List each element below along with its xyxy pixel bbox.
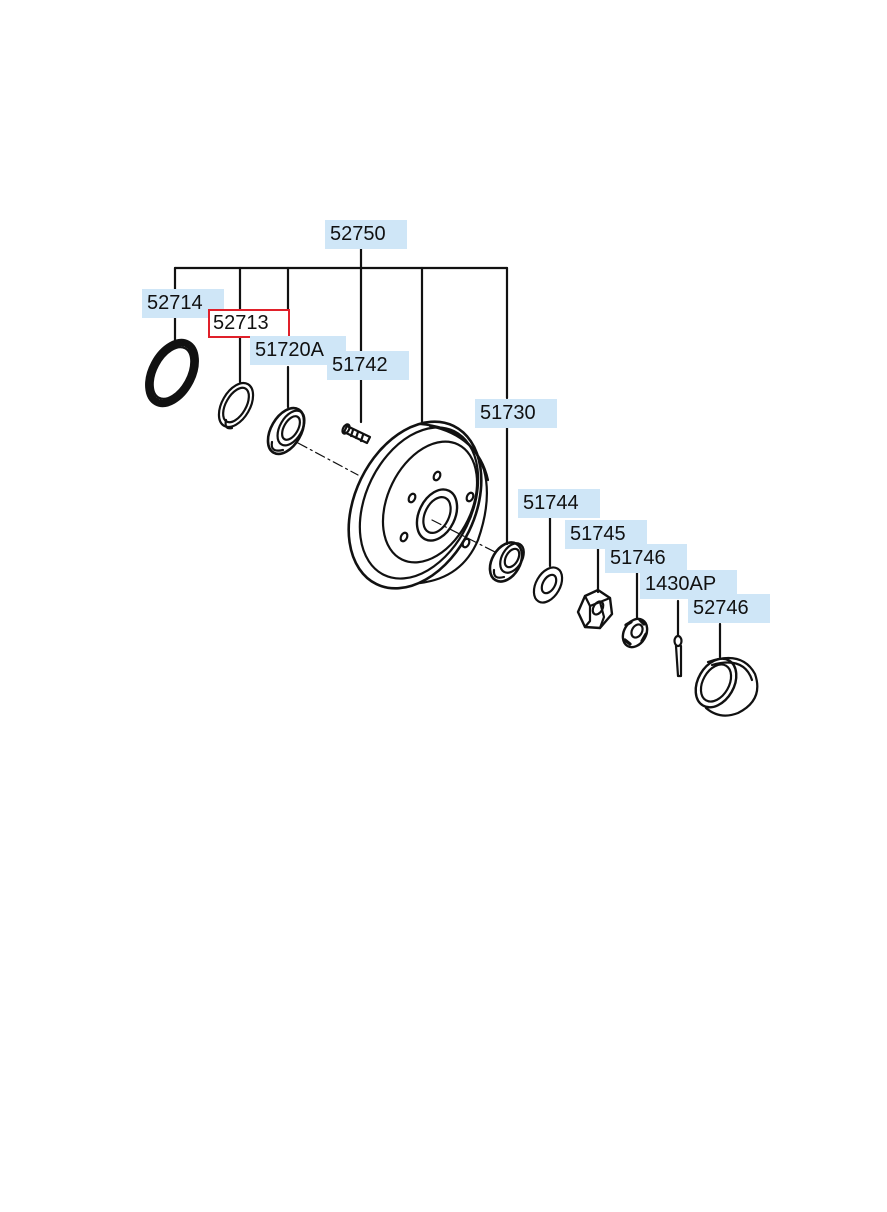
hub-nut-part[interactable] <box>576 588 614 630</box>
label-51744[interactable]: 51744 <box>518 489 600 518</box>
label-51742[interactable]: 51742 <box>327 351 409 380</box>
label-52750[interactable]: 52750 <box>325 220 407 249</box>
outer-bearing-part[interactable] <box>483 537 528 587</box>
label-51730[interactable]: 51730 <box>475 399 557 428</box>
hub-cap-part[interactable] <box>687 651 759 717</box>
leader-lines <box>238 335 722 659</box>
label-52746[interactable]: 52746 <box>688 594 770 623</box>
brake-drum-part[interactable] <box>322 400 507 611</box>
abs-tone-ring-part[interactable] <box>136 332 208 414</box>
axle-centre-line <box>297 442 359 476</box>
seal-ring-part[interactable] <box>212 377 260 433</box>
nut-cap-part[interactable] <box>618 615 652 652</box>
cotter-pin-part[interactable] <box>673 634 683 678</box>
assembly-bracket <box>173 247 509 424</box>
washer-part[interactable] <box>528 563 568 608</box>
axle-centre-line-front <box>431 519 498 554</box>
label-51746[interactable]: 51746 <box>605 544 687 573</box>
inner-bearing-part[interactable] <box>261 402 312 460</box>
label-52713[interactable]: 52713 <box>208 309 290 338</box>
wheel-stud-part[interactable] <box>341 423 372 445</box>
